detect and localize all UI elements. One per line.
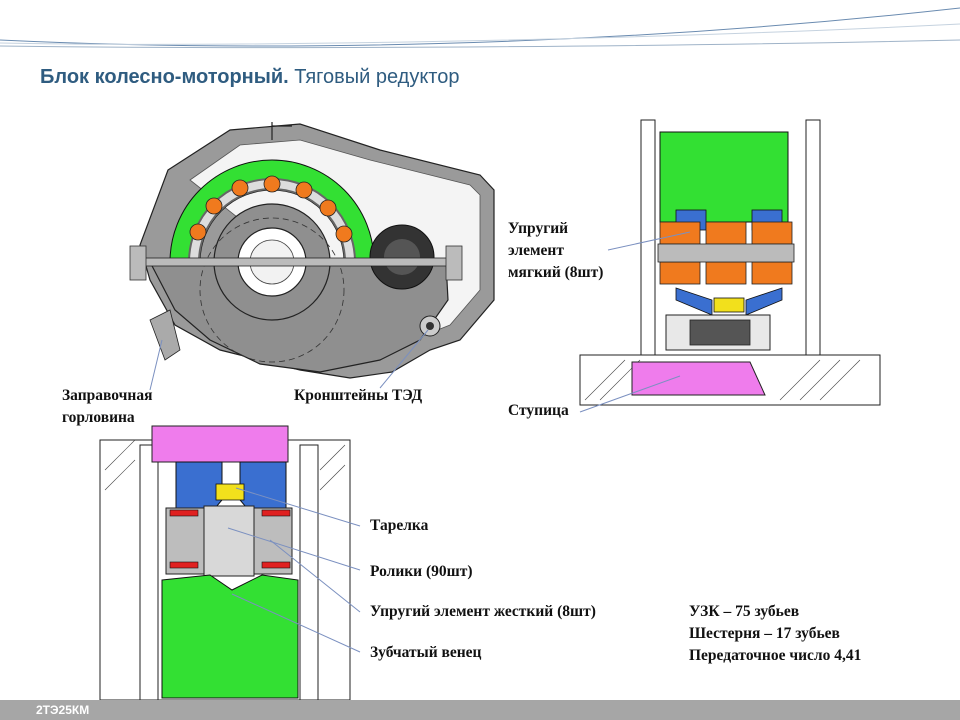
label-soft-element-line2: элемент	[508, 242, 564, 259]
label-soft-element-line1: Упругий	[508, 220, 569, 237]
label-fill-neck-line2: горловина	[62, 409, 135, 426]
label-rollers: Ролики (90шт)	[370, 563, 473, 580]
label-soft-element-line3: мягкий (8шт)	[508, 264, 604, 281]
page-title-rest: Тяговый редуктор	[288, 66, 460, 88]
footer-bar: 2ТЭ25КМ	[0, 700, 960, 720]
spec-uzk: УЗК – 75 зубьев	[689, 603, 800, 620]
spec-ratio: Передаточное число 4,41	[689, 647, 862, 664]
label-fill-neck-line1: Заправочная	[62, 387, 153, 404]
label-fill-neck: Заправочная горловина	[62, 385, 152, 429]
page-title: Блок колесно-моторный. Тяговый редуктор	[40, 66, 460, 89]
label-soft-element: Упругий элемент мягкий (8шт)	[508, 218, 603, 284]
label-ted-brackets: Кронштейны ТЭД	[294, 387, 423, 404]
label-ring-gear: Зубчатый венец	[370, 644, 482, 661]
label-plate: Тарелка	[370, 517, 429, 534]
page-title-bold: Блок колесно-моторный.	[40, 66, 289, 88]
label-hard-element: Упругий элемент жесткий (8шт)	[370, 603, 596, 620]
label-hub: Ступица	[508, 402, 569, 419]
specs-block: УЗК – 75 зубьев Шестерня – 17 зубьев Пер…	[689, 601, 861, 667]
spec-pinion: Шестерня – 17 зубьев	[689, 625, 840, 642]
footer-label: 2ТЭ25КМ	[36, 703, 90, 717]
header-decoration	[0, 7, 960, 49]
